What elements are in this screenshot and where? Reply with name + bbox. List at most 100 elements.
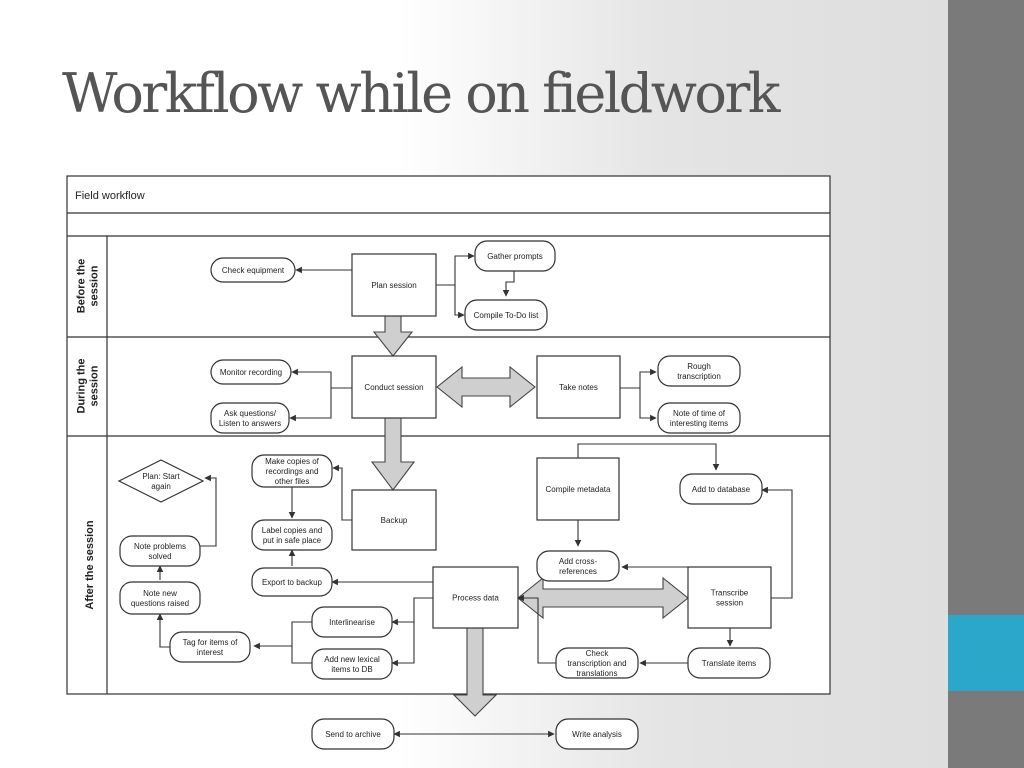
fat-arrow-conduct-takenotes	[436, 365, 536, 409]
node-ask-questions: Ask questions/Listen to answers	[210, 402, 290, 434]
node-shape	[679, 473, 763, 505]
node-label: other files	[275, 477, 310, 486]
node-label: Add to database	[692, 485, 751, 494]
slide-accent-block	[948, 615, 1024, 691]
node-label: Send to archive	[325, 730, 381, 739]
node-shape	[210, 359, 292, 385]
node-shape	[251, 454, 333, 488]
node-label: transcription	[677, 372, 721, 381]
node-label: Export to backup	[262, 578, 323, 587]
node-label: Monitor recording	[220, 368, 282, 377]
fat-arrow-plan-to-conduct	[372, 315, 414, 357]
node-label: Plan: Start	[142, 472, 180, 481]
lane-label-text: Before the	[75, 259, 87, 313]
node-label: Plan session	[371, 281, 416, 290]
node-label: put in safe place	[263, 536, 322, 545]
node-label: transcription and	[567, 659, 626, 668]
node-label: Interlinearise	[329, 618, 375, 627]
node-label: Compile metadata	[546, 485, 611, 494]
node-shape	[117, 459, 205, 503]
node-shape	[311, 718, 395, 750]
node-add-database: Add to database	[679, 473, 763, 505]
node-write-analysis: Write analysis	[555, 718, 639, 750]
diagram-header: Field workflow	[75, 190, 145, 202]
node-label: Process data	[452, 593, 499, 602]
lane-label-text: After the session	[84, 520, 96, 610]
node-label: Note problems	[134, 542, 186, 551]
node-label: again	[151, 482, 171, 491]
node-label: Tag for items of	[183, 638, 238, 647]
slide-title: Workflow while on fieldwork	[62, 62, 780, 125]
fat-arrow-conduct-to-backup	[370, 417, 416, 491]
node-shape	[119, 535, 201, 567]
node-plan-session: Plan session	[351, 253, 437, 317]
node-shape	[555, 647, 639, 679]
node-label: Transcribe	[711, 588, 749, 597]
node-translate-items: Translate items	[687, 647, 771, 679]
node-label: items to DB	[331, 665, 372, 674]
node-interlinearise: Interlinearise	[311, 606, 393, 638]
node-label: Add new lexical	[324, 655, 380, 664]
node-label: solved	[148, 552, 171, 561]
node-label: Listen to answers	[219, 419, 281, 428]
node-shape	[210, 257, 296, 283]
lane-label-after: After the session	[84, 520, 96, 610]
node-label: Translate items	[702, 659, 756, 668]
node-shape	[210, 402, 290, 434]
node-label: Add cross-	[559, 557, 598, 566]
node-shape	[351, 253, 437, 317]
node-label: interest	[197, 648, 224, 657]
node-shape	[251, 519, 333, 551]
node-label: questions raised	[131, 599, 189, 608]
node-shape	[119, 581, 201, 615]
node-process-data: Process data	[432, 566, 519, 629]
node-label: references	[559, 567, 597, 576]
node-shape	[536, 355, 621, 419]
node-shape	[536, 457, 620, 521]
node-conduct-session: Conduct session	[351, 355, 437, 419]
node-shape	[555, 718, 639, 750]
node-compile-metadata: Compile metadata	[536, 457, 620, 521]
node-label: translations	[577, 669, 618, 678]
node-label: Compile To-Do list	[474, 311, 540, 320]
node-label: Rough	[687, 362, 711, 371]
node-shape	[474, 240, 556, 272]
node-shape	[432, 566, 519, 629]
node-label: Backup	[381, 516, 408, 525]
node-shape	[311, 606, 393, 638]
node-label: Check equipment	[222, 266, 285, 275]
node-label: session	[716, 598, 743, 607]
lane-label-text: session	[88, 265, 100, 306]
node-shape	[351, 355, 437, 419]
lane-label-text: session	[88, 365, 100, 406]
connectors	[156, 252, 793, 738]
node-export-backup: Export to backup	[251, 567, 333, 597]
node-gather-prompts: Gather prompts	[474, 240, 556, 272]
node-shape	[251, 567, 333, 597]
node-shape	[169, 631, 251, 663]
node-backup: Backup	[351, 489, 437, 551]
node-label: interesting items	[670, 419, 728, 428]
node-label: recordings and	[266, 467, 319, 476]
node-label: Note of time of	[673, 409, 726, 418]
node-shape	[536, 550, 620, 582]
node-send-archive: Send to archive	[311, 718, 395, 750]
node-add-cross-refs: Add cross-references	[536, 550, 620, 582]
node-take-notes: Take notes	[536, 355, 621, 419]
node-label: Check	[586, 649, 610, 658]
node-monitor-recording: Monitor recording	[210, 359, 292, 385]
node-shape	[687, 647, 771, 679]
node-shape	[657, 355, 741, 387]
node-label: Make copies of	[265, 457, 320, 466]
